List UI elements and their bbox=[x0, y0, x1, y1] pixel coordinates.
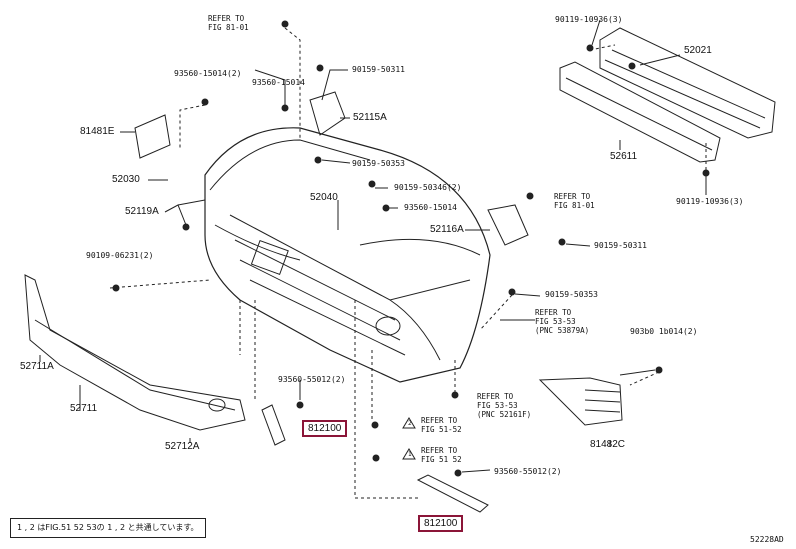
part-93560-55012-b: 93560-55012(2) bbox=[494, 467, 562, 476]
bumper-cover bbox=[204, 127, 491, 383]
part-90159-50353-b: 90159-50353 bbox=[545, 290, 598, 299]
leader-lines bbox=[109, 27, 707, 499]
part-52712A: 52712A bbox=[165, 441, 200, 452]
part-90119-10936-top: 90119-10936(3) bbox=[555, 15, 623, 24]
part-903b0-1b014: 903b0 1b014(2) bbox=[630, 327, 698, 336]
part-93560-15014-b: 93560-15014 bbox=[404, 203, 457, 212]
part-81482C: 81482C bbox=[590, 439, 626, 450]
refer-to-fig-81-01-mid: REFER TO FIG 81-01 bbox=[554, 192, 595, 210]
part-93560-15014-2-a: 93560-15014(2) bbox=[174, 69, 242, 78]
part-90109-06231: 90109-06231(2) bbox=[86, 251, 154, 260]
part-93560-15014-a: 93560-15014 bbox=[252, 78, 305, 87]
part-90159-50346: 90159-50346(2) bbox=[394, 183, 462, 192]
refer-to-fig-53-53: REFER TO FIG 53-53 (PNC 53879A) bbox=[535, 308, 590, 335]
fog-cover-81482C bbox=[538, 377, 623, 426]
part-52711: 52711 bbox=[70, 403, 98, 414]
refer-to-fig-53-53-b: REFER TO FIG 53-53 (PNC 52161F) bbox=[477, 392, 532, 419]
absorber-52611 bbox=[559, 61, 721, 163]
part-52115A: 52115A bbox=[353, 112, 387, 123]
warning-number-2: 1 bbox=[408, 451, 412, 458]
refer-to-fig-51-52-b: REFER TO FIG 51 52 bbox=[421, 446, 462, 464]
highlighted-part-812100-a[interactable]: 812100 bbox=[302, 420, 348, 437]
part-52119A: 52119A bbox=[125, 206, 159, 217]
warning-number-1: 2 bbox=[408, 420, 412, 427]
part-52116A: 52116A bbox=[430, 224, 464, 235]
bracket-52116A bbox=[487, 204, 529, 246]
part-52711A: 52711A bbox=[20, 361, 54, 372]
part-90159-50311-b: 90159-50311 bbox=[594, 241, 647, 250]
refer-to-fig-81-01-top: REFER TO FIG 81-01 bbox=[208, 14, 249, 32]
reflector-812100-left bbox=[261, 404, 286, 446]
part-90119-10936-bottom: 90119-10936(3) bbox=[676, 197, 744, 206]
part-52030: 52030 bbox=[112, 174, 140, 185]
part-93560-55012-a: 93560-55012(2) bbox=[278, 375, 346, 384]
footnote: 1 , 2 はFIG.51 52 53の 1 , 2 と共通しています。 bbox=[10, 518, 206, 538]
part-90159-50311-a: 90159-50311 bbox=[352, 65, 405, 74]
part-81481E: 81481E bbox=[80, 126, 115, 137]
warning-icon-1 bbox=[402, 417, 416, 429]
refer-to-fig-51-52-a: REFER TO FIG 51-52 bbox=[421, 416, 462, 434]
part-52021: 52021 bbox=[684, 45, 712, 56]
solid-leaders bbox=[39, 19, 707, 473]
diagram-id: 52228AD bbox=[750, 535, 784, 544]
highlighted-part-812100-b[interactable]: 812100 bbox=[418, 515, 464, 532]
clips bbox=[112, 20, 710, 477]
warning-icon-2 bbox=[402, 448, 416, 460]
part-52611: 52611 bbox=[610, 151, 638, 162]
bracket-52115A bbox=[309, 91, 346, 136]
bracket-81481E bbox=[134, 114, 171, 159]
reinforcement-beam-52021 bbox=[599, 27, 776, 139]
part-52040: 52040 bbox=[310, 192, 338, 203]
part-90159-50353-a: 90159-50353 bbox=[352, 159, 405, 168]
lip-spoiler-52711 bbox=[24, 274, 246, 431]
reflector-812100-bottom bbox=[416, 474, 489, 513]
